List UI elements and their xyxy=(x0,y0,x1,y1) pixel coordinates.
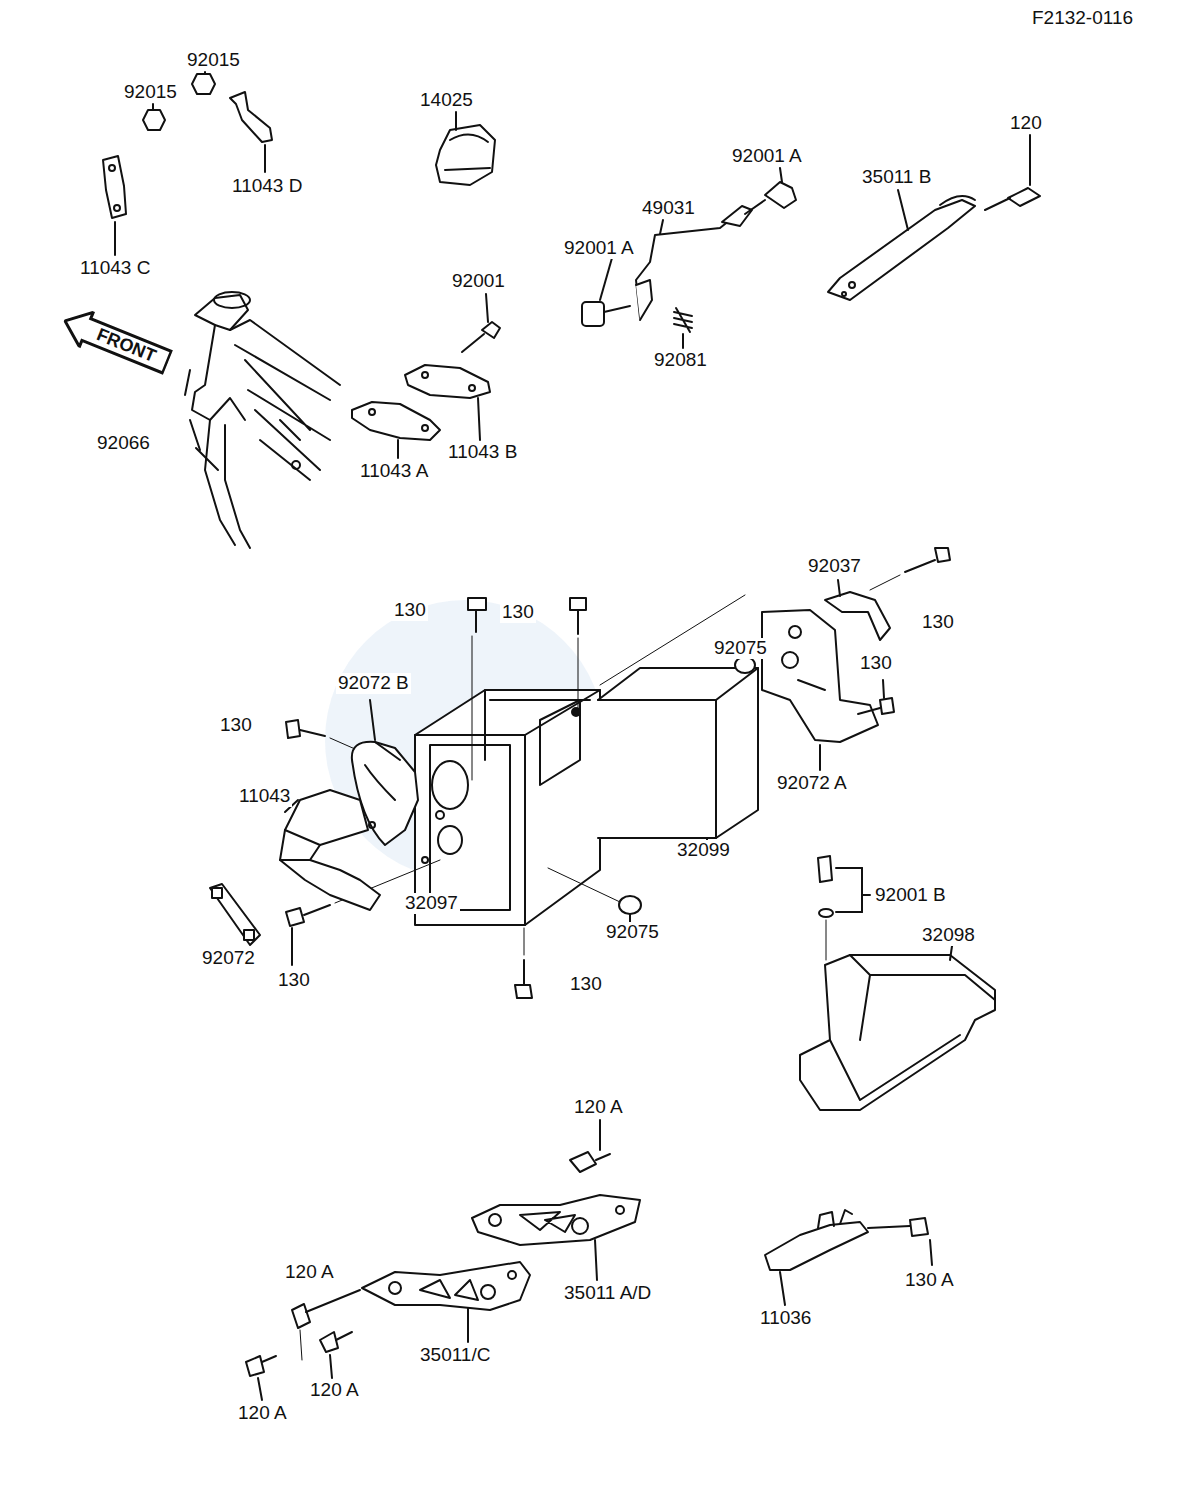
callout-number: 130 xyxy=(276,970,312,991)
callout-number: 92001 A xyxy=(730,146,804,167)
callout-number: 32098 xyxy=(920,925,977,946)
callout-number: 120 A xyxy=(572,1097,625,1118)
callout-number: 120 A xyxy=(308,1380,361,1401)
callout-number: 130 xyxy=(392,600,428,621)
callout-number: 120 A xyxy=(236,1403,289,1424)
callout-number: 35011 B xyxy=(860,167,933,188)
callout-number: 92037 xyxy=(806,556,863,577)
callout-number: 11043 A xyxy=(358,461,430,482)
callout-number: 92001 B xyxy=(873,885,948,906)
callout-number: 11043 C xyxy=(78,258,152,279)
callout-number: 92081 xyxy=(652,350,709,371)
callout-number: 35011/C xyxy=(418,1345,492,1366)
callout-number: 11036 xyxy=(758,1308,813,1329)
callout-number: 92001 xyxy=(450,271,507,292)
callout-number: 120 xyxy=(1008,113,1044,134)
callout-number: 92001 A xyxy=(562,238,636,259)
callout-number: 92066 xyxy=(95,433,152,454)
callout-number: 92072 B xyxy=(336,673,411,694)
drawing-number: F2132-0116 xyxy=(1030,8,1135,29)
direction-arrow: FRONT xyxy=(60,322,172,361)
callout-number: 130 xyxy=(218,715,254,736)
callout-number: 11043 B xyxy=(446,442,519,463)
callout-number: 130 xyxy=(858,653,894,674)
callout-number: 32099 xyxy=(675,840,732,861)
callout-number: 130 xyxy=(500,602,536,623)
callout-number: 11043 D xyxy=(230,176,304,197)
callout-number: 49031 xyxy=(640,198,697,219)
callout-number: 130 xyxy=(920,612,956,633)
callout-number: 92075 xyxy=(712,638,769,659)
callout-number: 130 xyxy=(568,974,604,995)
callout-number: 92072 A xyxy=(775,773,849,794)
callout-number: 130 A xyxy=(903,1270,956,1291)
callout-number: 32097 xyxy=(403,893,460,914)
callout-number: 35011 A/D xyxy=(562,1283,653,1304)
callout-number: 11043 xyxy=(237,786,292,807)
callout-number: 92072 xyxy=(200,948,257,969)
callout-number: 120 A xyxy=(283,1262,336,1283)
callout-number: 92075 xyxy=(604,922,661,943)
callout-number: 92015 xyxy=(185,50,242,71)
callout-number: 14025 xyxy=(418,90,475,111)
callout-number: 92015 xyxy=(122,82,179,103)
